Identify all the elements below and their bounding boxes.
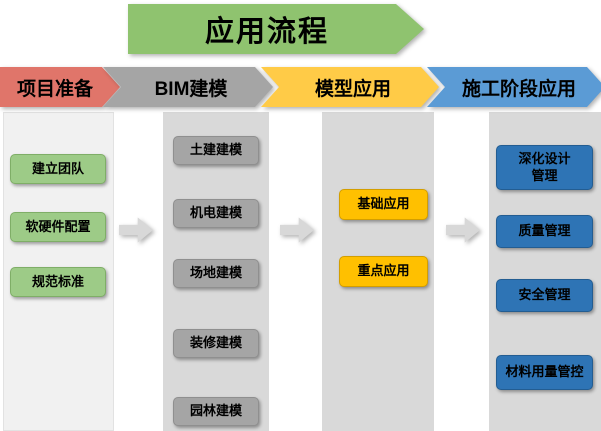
step-civil-modeling: 土建建模 xyxy=(173,136,259,165)
step-quality-management: 质量管理 xyxy=(496,215,593,248)
step-label: 园林建模 xyxy=(189,403,242,419)
stage-arrow-shape: 施工阶段应用 xyxy=(427,67,601,107)
stage-label: 项目准备 xyxy=(16,78,93,100)
stage-construction-phase-application: 施工阶段应用 xyxy=(427,67,601,107)
step-label: 规范标准 xyxy=(31,273,84,289)
stage-bim-modeling: BIM建模 xyxy=(103,67,273,107)
step-label: 装修建模 xyxy=(189,335,242,351)
title-arrow-shape: 应用流程 xyxy=(128,4,424,54)
page-title: 应用流程 xyxy=(204,16,329,48)
step-label: 重点应用 xyxy=(357,263,410,279)
stage-model-application: 模型应用 xyxy=(261,67,439,107)
step-decoration-modeling: 装修建模 xyxy=(173,329,259,358)
step-label: 建立团队 xyxy=(31,160,84,176)
stage-label: 模型应用 xyxy=(314,78,391,100)
step-label: 质量管理 xyxy=(518,223,571,239)
right-arrow-shape xyxy=(446,217,480,243)
step-landscape-modeling: 园林建模 xyxy=(173,397,259,426)
step-label: 土建建模 xyxy=(189,142,242,158)
step-key-application: 重点应用 xyxy=(339,256,428,287)
step-standards: 规范标准 xyxy=(10,267,106,297)
step-label: 软硬件配置 xyxy=(25,218,91,234)
right-arrow-shape xyxy=(119,217,153,243)
stage-project-preparation: 项目准备 xyxy=(0,67,120,107)
step-basic-application: 基础应用 xyxy=(339,189,428,220)
right-arrow-shape xyxy=(280,217,314,243)
step-label: 深化设计 管理 xyxy=(518,151,571,183)
step-material-usage-control: 材料用量管控 xyxy=(496,355,593,390)
step-label: 场地建模 xyxy=(189,265,242,281)
stage-label: 施工阶段应用 xyxy=(461,78,576,100)
stage-label: BIM建模 xyxy=(154,78,228,100)
step-detailed-design-management: 深化设计 管理 xyxy=(496,145,593,190)
step-build-team: 建立团队 xyxy=(10,154,106,184)
step-label: 机电建模 xyxy=(189,205,242,221)
step-mep-modeling: 机电建模 xyxy=(173,199,259,228)
step-label: 基础应用 xyxy=(357,196,410,212)
flow-arrow-icon xyxy=(280,215,314,245)
flow-arrow-icon xyxy=(119,215,153,245)
step-label: 材料用量管控 xyxy=(505,364,584,380)
step-site-modeling: 场地建模 xyxy=(173,259,259,288)
step-safety-management: 安全管理 xyxy=(496,279,593,312)
stage-arrow-shape: 项目准备 xyxy=(0,67,120,107)
title-banner: 应用流程 xyxy=(128,4,424,54)
stage-arrow-shape: 模型应用 xyxy=(261,67,439,107)
flow-arrow-icon xyxy=(446,215,480,245)
stage-arrow-shape: BIM建模 xyxy=(103,67,273,107)
step-label: 安全管理 xyxy=(518,287,571,303)
step-software-hardware-config: 软硬件配置 xyxy=(10,212,106,242)
